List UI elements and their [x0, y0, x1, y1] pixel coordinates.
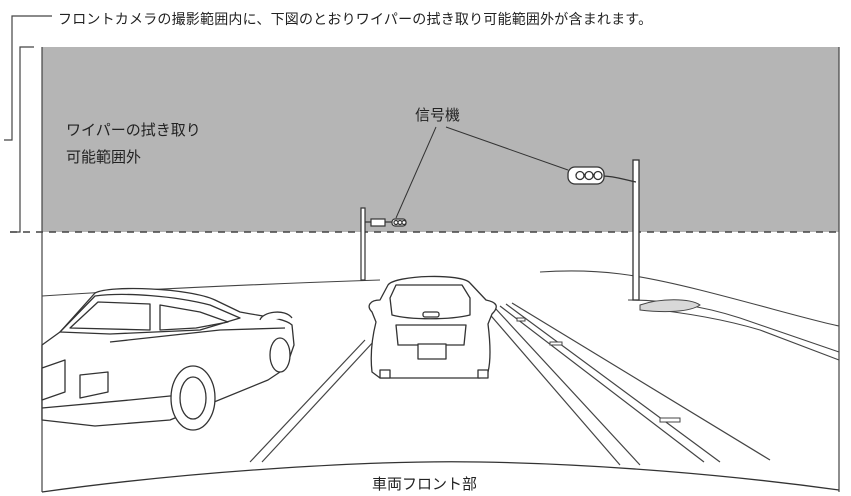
caption-text: フロントカメラの撮影範囲内に、下図のとおりワイパーの拭き取り可能範囲外が含まれま… — [58, 12, 653, 28]
wiper-uncovered-zone — [42, 47, 839, 232]
curb-lower — [639, 307, 840, 361]
lane-markers — [516, 317, 681, 423]
signal-leader-lines — [395, 126, 569, 219]
preceding-car — [368, 275, 497, 379]
horizon-line — [41, 279, 381, 297]
host-vehicle-hood — [41, 461, 840, 493]
traffic-signal-label: 信号機 — [415, 106, 461, 124]
vehicle-front-label: 車両フロント部 — [372, 475, 478, 493]
lane-lines — [249, 302, 771, 466]
caption-bracket — [4, 15, 52, 141]
curb-island — [639, 299, 701, 313]
right-road-edge — [539, 270, 840, 327]
wiper-zone-label-line2: 可能範囲外 — [66, 148, 142, 166]
left-traffic-signal — [360, 207, 407, 281]
zone-bracket — [10, 46, 34, 233]
wiper-zone-label-line1: ワイパーの拭き取り — [66, 121, 201, 139]
right-traffic-signal — [567, 159, 640, 301]
left-car — [41, 287, 295, 431]
